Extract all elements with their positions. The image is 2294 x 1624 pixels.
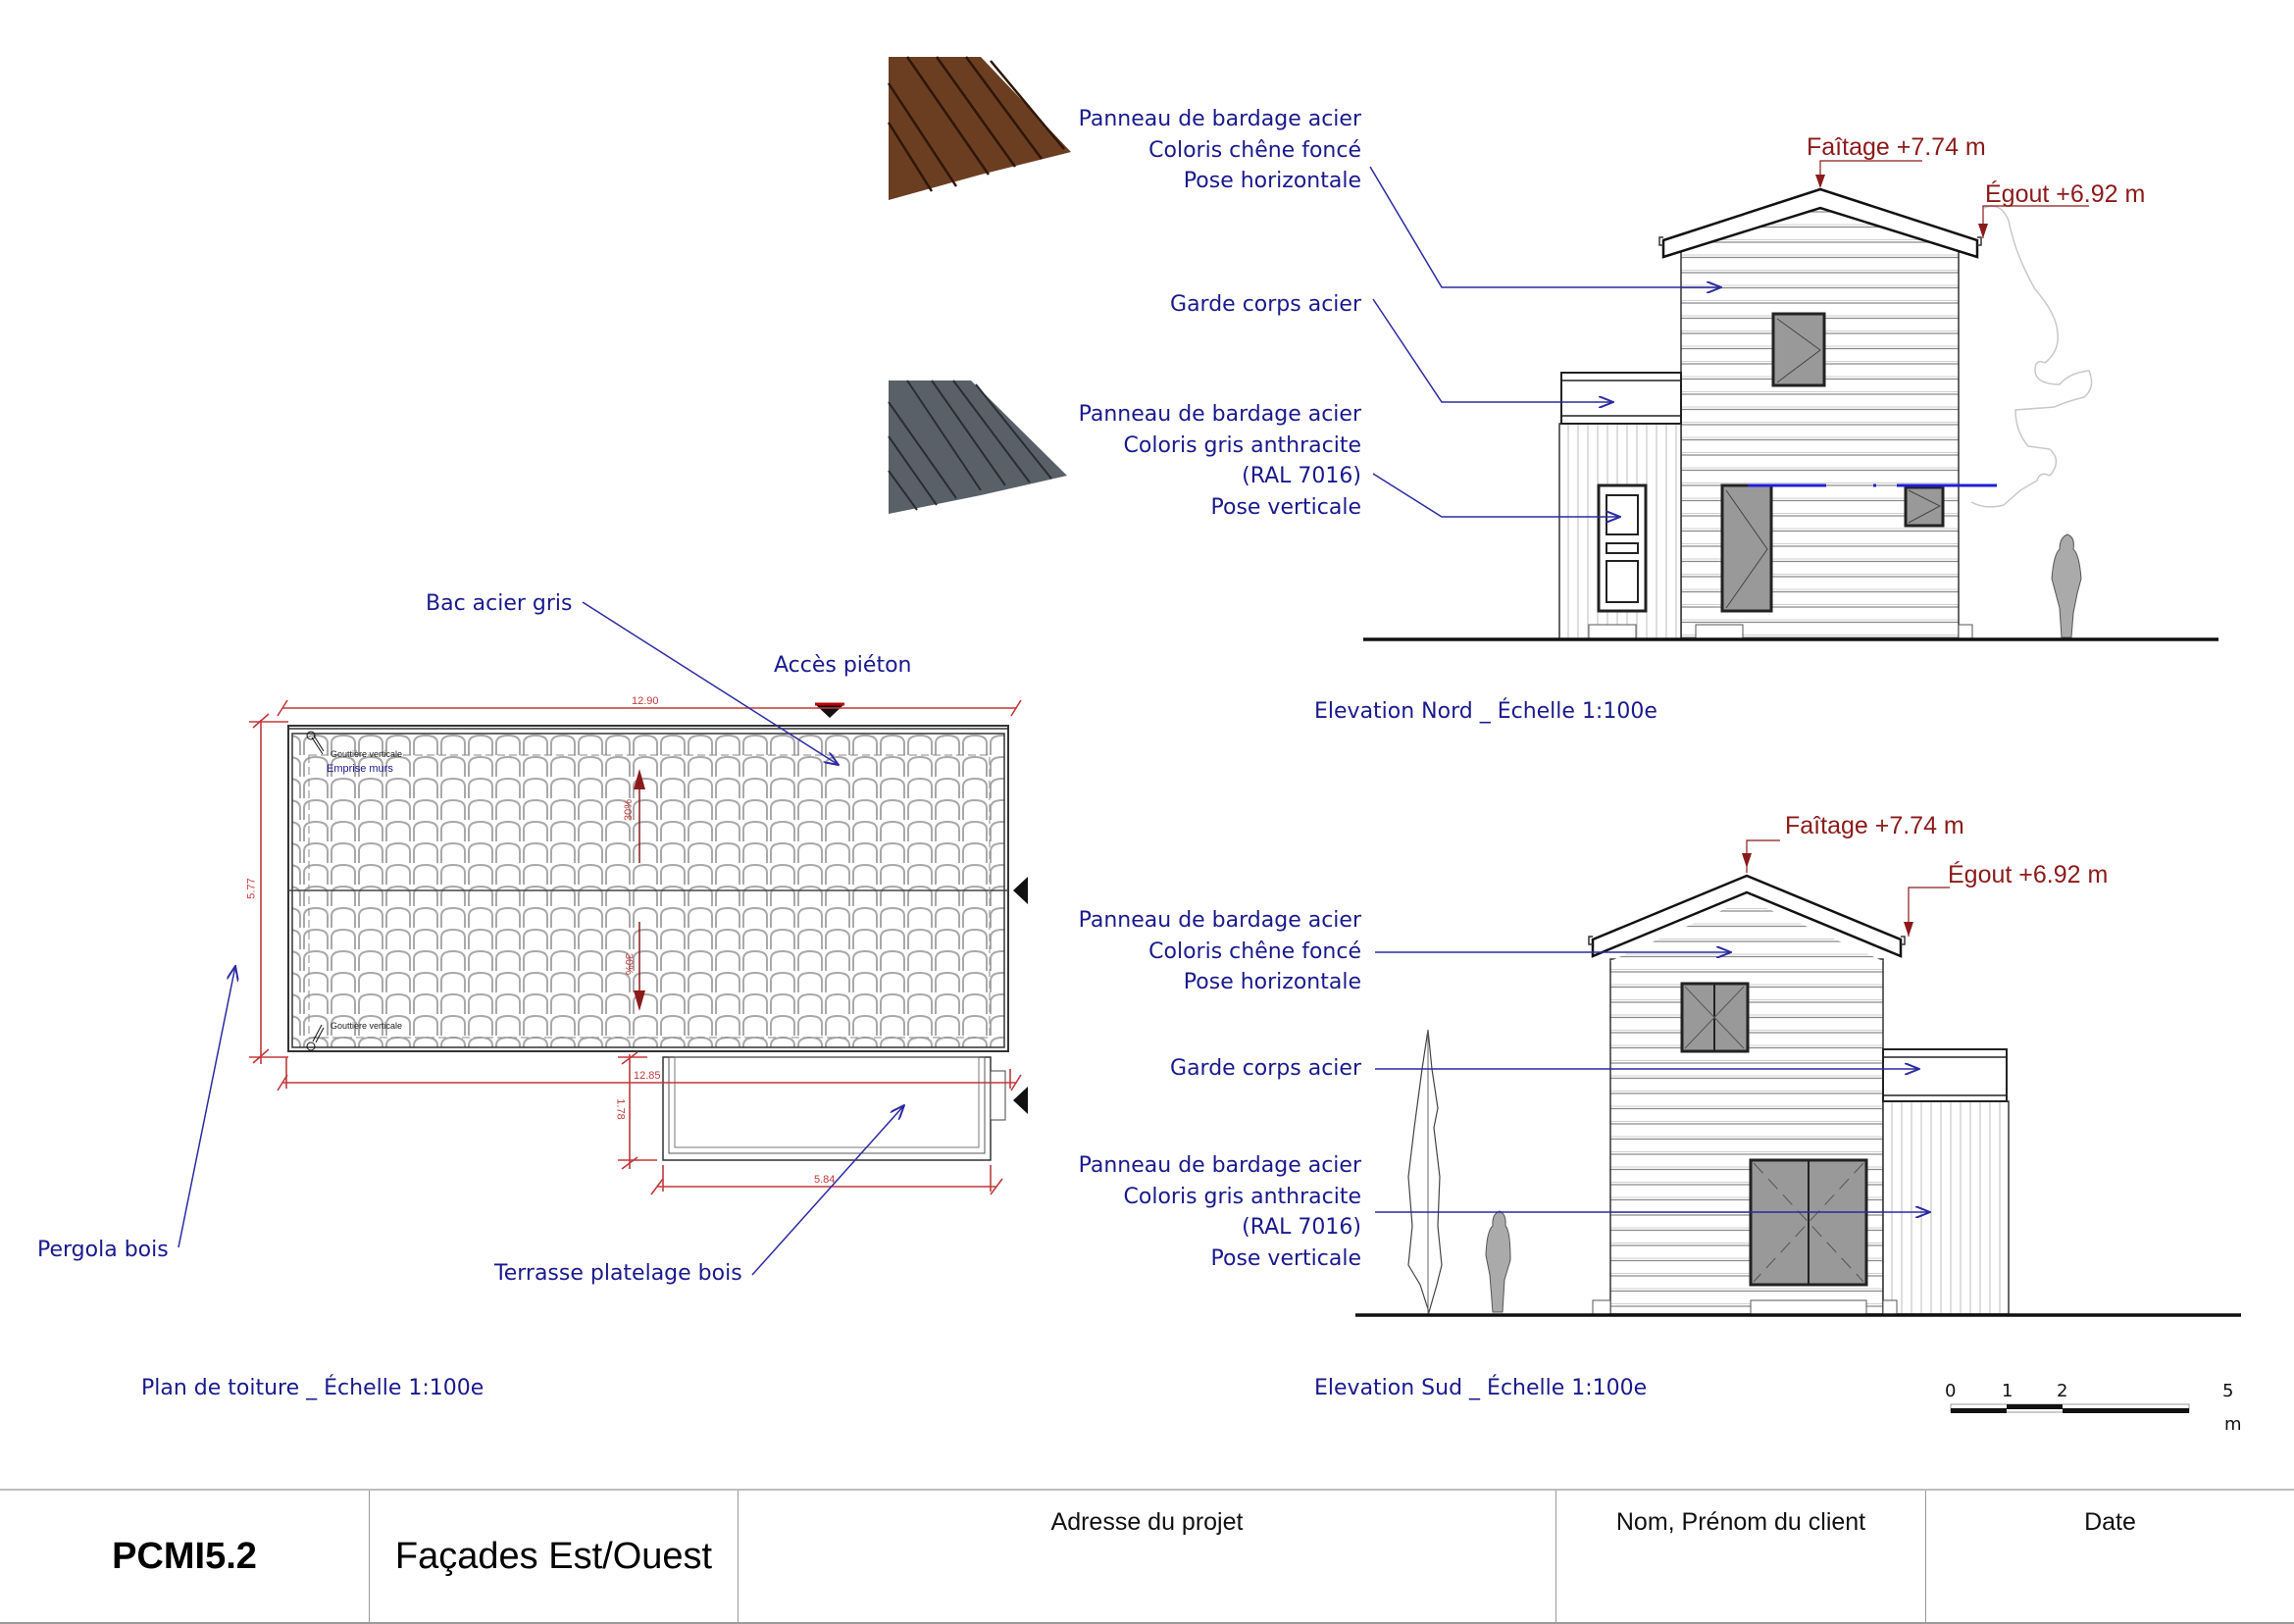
label-line: Pose verticale [1210,1245,1362,1271]
label-line: Coloris chêne foncé [1148,137,1361,163]
roof-material-label: Bac acier gris [426,591,573,616]
label-line: Panneau de bardage acier [1078,1153,1361,1178]
label-line: Panneau de bardage acier [1078,402,1361,427]
slope-bottom: 30% [623,952,636,976]
roof-plan-caption: Plan de toiture _ Échelle 1:100e [141,1376,484,1400]
dimension-width-bottom: 12.85 [634,1070,661,1082]
label-line: Coloris chêne foncé [1148,939,1361,964]
title-block: PCMI5.2 Façades Est/Ouest Adresse du pro… [0,1489,2294,1624]
dimension-depth: 5.77 [245,878,258,899]
dimension-width-top: 12.90 [632,695,659,707]
south-elevation-caption: Elevation Sud _ Échelle 1:100e [1314,1376,1648,1400]
north-elevation-drawing [1363,160,2218,641]
title-block-address-cell[interactable]: Adresse du projet [739,1491,1556,1624]
label-line: Pose verticale [1210,494,1362,520]
pedestrian-access-label: Accès piéton [774,653,912,678]
title-block-client-cell[interactable]: Nom, Prénom du client [1556,1491,1926,1624]
north-label-cladding-horizontal: Panneau de bardage acier Coloris chêne f… [1079,104,1361,197]
label-line: Panneau de bardage acier [1078,908,1361,933]
title-block-code-cell: PCMI5.2 [0,1491,370,1624]
title-block-title-cell: Façades Est/Ouest [370,1491,739,1624]
label-line: Coloris gris anthracite [1123,432,1361,458]
slope-top: 30% [623,798,636,822]
scale-tick-1: 1 [2002,1381,2014,1401]
scale-unit: m [2224,1414,2242,1435]
label-line: (RAL 7016) [1242,464,1361,488]
south-eaves-level: Égout +6.92 m [1948,861,2109,888]
roof-plan-drawing [178,601,1028,1276]
south-elevation-drawing [1355,839,2241,1317]
label-line: Panneau de bardage acier [1078,107,1361,131]
scale-bar [1950,1403,2190,1413]
wall-footprint-label: Emprise murs [327,763,393,775]
label-line: Coloris gris anthracite [1123,1184,1361,1209]
dimension-terrace-depth: 1.78 [614,1098,627,1120]
north-label-railing: Garde corps acier [1170,292,1361,317]
pergola-label: Pergola bois [37,1238,169,1262]
title-block-date-cell[interactable]: Date [1926,1491,2294,1624]
label-line: Pose horizontale [1183,169,1361,193]
gutter-bottom-label: Gouttière verticale [331,1021,403,1031]
north-eaves-level: Égout +6.92 m [1985,180,2146,208]
dimension-terrace-width: 5.84 [814,1174,836,1186]
brown-steel-panel-swatch [887,56,1071,200]
scale-tick-5: 5 [2222,1381,2234,1401]
grey-steel-panel-swatch [888,380,1067,514]
north-elevation-caption: Elevation Nord _ Échelle 1:100e [1314,699,1657,724]
label-line: (RAL 7016) [1242,1215,1361,1240]
drawing-title: Façades Est/Ouest [394,1535,713,1577]
south-ridge-level: Faîtage +7.74 m [1785,812,1964,839]
address-label: Adresse du projet [1050,1508,1244,1536]
terrace-label: Terrasse platelage bois [494,1261,742,1286]
scale-tick-2: 2 [2057,1381,2068,1401]
south-label-railing: Garde corps acier [1170,1056,1361,1081]
date-label: Date [2084,1508,2136,1536]
gutter-top-label: Gouttière verticale [331,749,403,759]
north-ridge-level: Faîtage +7.74 m [1807,133,1986,161]
client-label: Nom, Prénom du client [1615,1508,1866,1536]
south-label-cladding-vertical: Panneau de bardage acier Coloris gris an… [1079,1150,1361,1274]
south-label-cladding-horizontal: Panneau de bardage acier Coloris chêne f… [1079,905,1361,998]
north-label-cladding-vertical: Panneau de bardage acier Coloris gris an… [1079,399,1361,523]
label-line: Pose horizontale [1183,970,1361,994]
drawing-code: PCMI5.2 [112,1535,257,1577]
scale-tick-0: 0 [1945,1381,1957,1401]
